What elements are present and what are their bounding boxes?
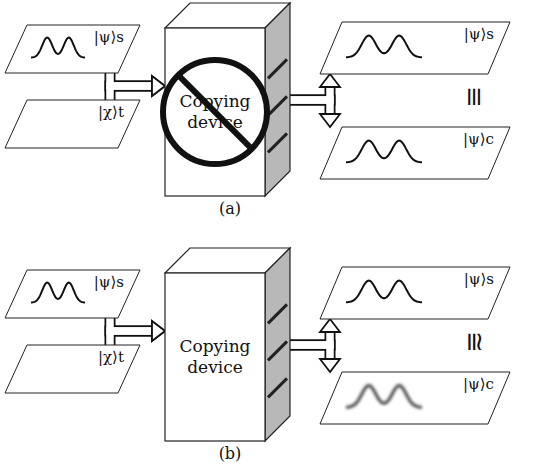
state-label: |ψ⟩c — [463, 375, 494, 393]
wave-function — [31, 282, 85, 302]
state-plane: |χ⟩t — [5, 345, 140, 393]
arrow-head — [320, 74, 340, 87]
device-label: Copying device — [173, 336, 257, 379]
arrow-head — [320, 319, 340, 332]
arrow-head — [320, 359, 340, 372]
hollow-arrow — [110, 331, 153, 345]
state-label: |ψ⟩c — [463, 130, 494, 148]
state-plane: |ψ⟩s — [5, 270, 140, 318]
plane — [5, 25, 140, 73]
wave-function — [31, 37, 85, 57]
cube-front — [165, 273, 265, 441]
arrow-head — [320, 359, 340, 372]
state-label: |ψ⟩s — [94, 273, 124, 291]
plane — [5, 345, 140, 393]
plane — [320, 22, 510, 74]
equivalence-sign: ≡ — [462, 80, 488, 114]
state-plane: |ψ⟩c — [320, 372, 510, 424]
prohibition-sign — [163, 60, 267, 164]
panel-label: (a) — [200, 199, 260, 218]
wave-function — [346, 141, 422, 163]
arrow-head — [152, 76, 165, 96]
state-plane: |χ⟩t — [5, 100, 140, 148]
arrow-head — [152, 76, 165, 96]
state-plane: |ψ⟩s — [320, 22, 510, 74]
state-label: |χ⟩t — [98, 348, 124, 366]
state-plane: |ψ⟩c — [320, 127, 510, 179]
arrow-head — [320, 74, 340, 87]
plane — [320, 127, 510, 179]
arrow-head — [320, 114, 340, 127]
arrow-head — [320, 114, 340, 127]
state-label: |ψ⟩s — [94, 28, 124, 46]
approximation-sign: ≅ — [462, 325, 488, 359]
prohibition-slash — [178, 75, 252, 149]
plane — [5, 100, 140, 148]
device-label: Copying device — [173, 91, 257, 134]
wave-function — [346, 386, 422, 408]
state-plane: |ψ⟩s — [5, 25, 140, 73]
arrow-head — [320, 319, 340, 332]
state-label: |χ⟩t — [98, 103, 124, 121]
side-stripe — [268, 304, 287, 323]
hollow-arrow — [110, 86, 153, 100]
arrow-head — [152, 321, 165, 341]
side-stripe — [268, 378, 287, 397]
hollow-arrow — [110, 86, 153, 100]
arrow-head — [152, 76, 165, 96]
copying-device-box: Copying device — [165, 28, 265, 196]
arrow-head — [152, 321, 165, 341]
cube-front — [165, 28, 265, 196]
panel-label: (b) — [200, 444, 260, 463]
arrow-head — [152, 321, 165, 341]
plane — [5, 270, 140, 318]
arrow-head — [152, 76, 165, 96]
wave-function — [346, 281, 422, 303]
side-stripe — [268, 133, 287, 152]
state-label: |ψ⟩s — [464, 25, 494, 43]
arrow-head — [152, 321, 165, 341]
side-stripe — [268, 59, 287, 78]
cube-side — [265, 248, 290, 441]
hollow-arrow — [110, 331, 153, 345]
side-stripe — [268, 341, 287, 360]
plane — [320, 372, 510, 424]
wave-function — [346, 36, 422, 58]
state-plane: |ψ⟩s — [320, 267, 510, 319]
side-stripe — [268, 96, 287, 115]
plane — [320, 267, 510, 319]
cube-side — [265, 3, 290, 196]
copying-device-box: Copying device — [165, 273, 265, 441]
state-label: |ψ⟩s — [464, 270, 494, 288]
